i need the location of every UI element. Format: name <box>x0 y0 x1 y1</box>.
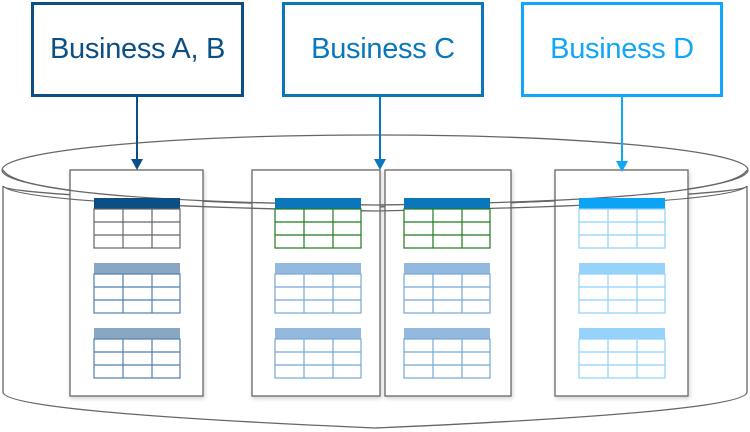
table-icon <box>274 198 362 249</box>
table-grid <box>93 338 181 379</box>
business-c-box: Business C <box>282 2 484 97</box>
arrow-ab <box>131 97 143 170</box>
arrow-c <box>374 97 386 170</box>
arrowhead-icon <box>374 159 386 170</box>
table-header <box>94 198 180 209</box>
table-icon <box>274 263 362 314</box>
table-icon <box>578 263 666 314</box>
table-grid <box>403 273 491 314</box>
business-c-label: Business C <box>311 33 455 65</box>
table-grid <box>274 338 362 379</box>
table-header <box>404 328 490 339</box>
table-header <box>579 198 665 209</box>
table-header <box>275 263 361 274</box>
table-icon <box>403 328 491 379</box>
business-ab-label: Business A, B <box>49 33 226 65</box>
table-grid <box>93 208 181 249</box>
table-icon <box>93 198 181 249</box>
business-d-label: Business D <box>550 33 694 65</box>
table-icon <box>578 198 666 249</box>
table-icon <box>93 263 181 314</box>
table-grid <box>403 338 491 379</box>
table-grid <box>274 273 362 314</box>
table-icon <box>93 328 181 379</box>
table-grid <box>578 273 666 314</box>
business-d-box: Business D <box>521 2 723 97</box>
table-grid <box>93 273 181 314</box>
business-ab-box: Business A, B <box>31 2 244 97</box>
database-cylinder-rim-inner <box>2 185 748 212</box>
table-header <box>275 328 361 339</box>
table-header <box>579 263 665 274</box>
table-icon <box>403 198 491 249</box>
arrow-d <box>616 97 628 172</box>
table-header <box>94 328 180 339</box>
arrowhead-icon <box>616 161 628 172</box>
table-icon <box>403 263 491 314</box>
database-cylinder-rim <box>2 169 748 206</box>
table-grid <box>274 208 362 249</box>
table-header <box>404 263 490 274</box>
table-header <box>579 328 665 339</box>
table-header <box>94 263 180 274</box>
table-header <box>404 198 490 209</box>
table-grid <box>578 208 666 249</box>
table-grid <box>403 208 491 249</box>
table-icon <box>578 328 666 379</box>
table-header <box>275 198 361 209</box>
arrowhead-icon <box>131 159 143 170</box>
table-icon <box>274 328 362 379</box>
table-grid <box>578 338 666 379</box>
